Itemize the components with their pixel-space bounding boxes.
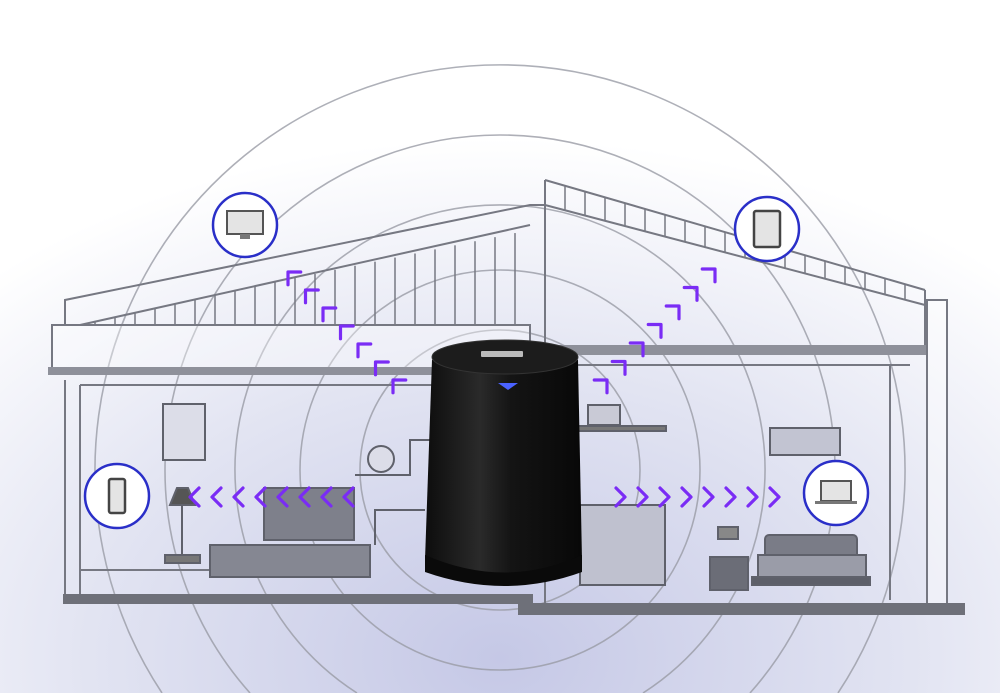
bed-base bbox=[751, 576, 871, 586]
signal-arrow bbox=[658, 486, 671, 508]
router-led bbox=[498, 383, 518, 390]
signal-rings bbox=[94, 64, 906, 693]
signal-arrow bbox=[768, 486, 781, 508]
signal-arrow bbox=[682, 285, 699, 302]
signal-arrows bbox=[188, 267, 781, 508]
signal-arrow bbox=[391, 378, 408, 395]
router-logo bbox=[481, 351, 523, 357]
table-lamp bbox=[717, 526, 739, 540]
signal-arrow bbox=[746, 486, 759, 508]
router-body bbox=[425, 350, 582, 578]
stairs-shelf-lower bbox=[374, 509, 425, 545]
roof-truss bbox=[94, 185, 906, 325]
nightstand bbox=[709, 556, 749, 591]
wall-shelf bbox=[577, 425, 667, 432]
signal-arrow bbox=[276, 486, 289, 508]
picture-frame bbox=[162, 403, 206, 461]
bookcase bbox=[579, 504, 666, 586]
signal-arrow bbox=[210, 486, 223, 508]
signal-ring bbox=[299, 269, 701, 671]
signal-arrow bbox=[373, 360, 390, 377]
signal-arrow bbox=[680, 486, 693, 508]
signal-arrow bbox=[592, 378, 609, 395]
stairs-shelf bbox=[355, 439, 430, 476]
signal-arrow bbox=[286, 270, 303, 287]
signal-arrow bbox=[188, 486, 201, 508]
tablet-icon bbox=[752, 209, 782, 249]
signal-ring bbox=[359, 329, 641, 611]
wall-painting bbox=[769, 427, 841, 456]
signal-arrow bbox=[610, 359, 627, 376]
signal-arrow bbox=[303, 288, 320, 305]
desktop-monitor-icon bbox=[226, 210, 264, 239]
signal-arrow bbox=[724, 486, 737, 508]
router bbox=[425, 339, 582, 586]
device-tablet bbox=[733, 195, 801, 263]
signal-arrow bbox=[702, 486, 715, 508]
signal-arrow bbox=[614, 486, 627, 508]
signal-ring bbox=[94, 64, 906, 693]
signal-arrow bbox=[636, 486, 649, 508]
device-laptop bbox=[802, 459, 870, 527]
furniture bbox=[162, 403, 871, 591]
signal-arrow bbox=[342, 486, 355, 508]
signal-arrow bbox=[646, 322, 663, 339]
device-monitor bbox=[211, 191, 279, 259]
signal-arrow bbox=[320, 486, 333, 508]
signal-ring bbox=[234, 204, 766, 693]
signal-arrow bbox=[321, 306, 338, 323]
tv-stand bbox=[209, 544, 371, 578]
floor-right bbox=[518, 603, 965, 615]
wall-clock bbox=[367, 445, 395, 473]
signal-arrow bbox=[254, 486, 267, 508]
router-base bbox=[425, 555, 582, 586]
signal-arrow bbox=[356, 342, 373, 359]
floor-lamp bbox=[168, 487, 197, 506]
signal-arrow bbox=[298, 486, 311, 508]
side-table bbox=[164, 554, 201, 564]
bed bbox=[757, 554, 867, 578]
basket bbox=[587, 404, 621, 426]
signal-arrow bbox=[700, 267, 717, 284]
signal-arrow bbox=[232, 486, 245, 508]
device-phone bbox=[83, 462, 151, 530]
laptop-icon bbox=[815, 480, 857, 504]
signal-arrow bbox=[628, 341, 645, 358]
smartphone-icon bbox=[107, 477, 127, 515]
signal-arrow bbox=[338, 324, 355, 341]
signal-arrow bbox=[664, 304, 681, 321]
floor-left bbox=[63, 594, 533, 604]
